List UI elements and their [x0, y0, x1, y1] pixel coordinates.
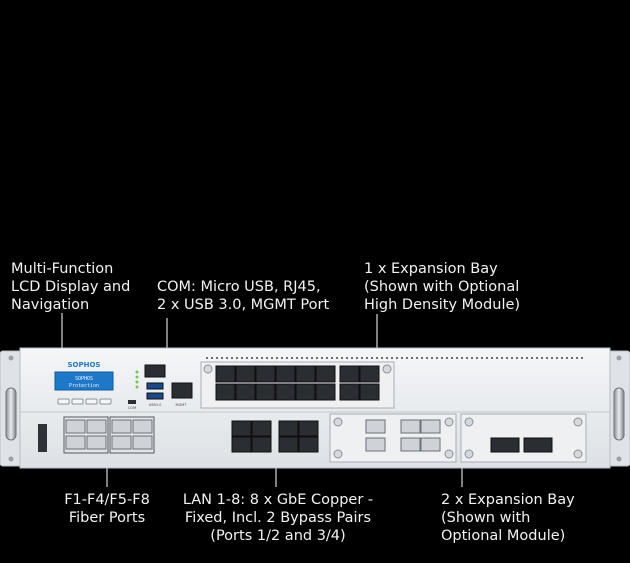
svg-text:SOPHOS: SOPHOS: [75, 376, 93, 382]
serial-label: [38, 424, 47, 452]
expansion-bay-1-callout-label: 1 x Expansion Bay (Shown with Optional H…: [364, 261, 521, 313]
status-leds: [135, 370, 139, 389]
lan-copper-ports: [231, 420, 319, 453]
com-callout-label: COM: Micro USB, RJ45, 2 x USB 3.0, MGMT …: [157, 279, 330, 313]
fiber-port-housing: [63, 416, 155, 454]
fiber-callout-label: F1-F4/F5-F8 Fiber Ports: [64, 492, 150, 526]
expansion-bay-2-callout-label: 2 x Expansion Bay (Shown with Optional M…: [441, 492, 575, 544]
brand-logo: SOPHOS: [68, 361, 101, 369]
svg-text:MGMT: MGMT: [176, 403, 188, 407]
lcd-display: SOPHOS Protection: [54, 371, 114, 391]
fiber-ports: [65, 419, 153, 450]
vent-strip: [205, 355, 583, 360]
expansion-bay-1-module: [200, 361, 395, 409]
left-rack-ear: [0, 350, 23, 467]
lan-callout-label: LAN 1-8: 8 x GbE Copper - Fixed, Incl. 2…: [182, 492, 374, 544]
expansion-bay-2-module-a: [329, 413, 457, 463]
lcd-callout-label: Multi-Function LCD Display and Navigatio…: [11, 261, 131, 313]
com-ports: MGMT COM USB3.0: [128, 364, 193, 410]
lcd-navigation-buttons: [57, 398, 112, 405]
expansion-bay-2-module-b: [460, 413, 587, 463]
svg-text:USB3.0: USB3.0: [149, 403, 162, 407]
svg-text:COM: COM: [128, 406, 136, 410]
svg-text:Protection: Protection: [69, 383, 99, 389]
right-rack-ear: [607, 350, 630, 467]
